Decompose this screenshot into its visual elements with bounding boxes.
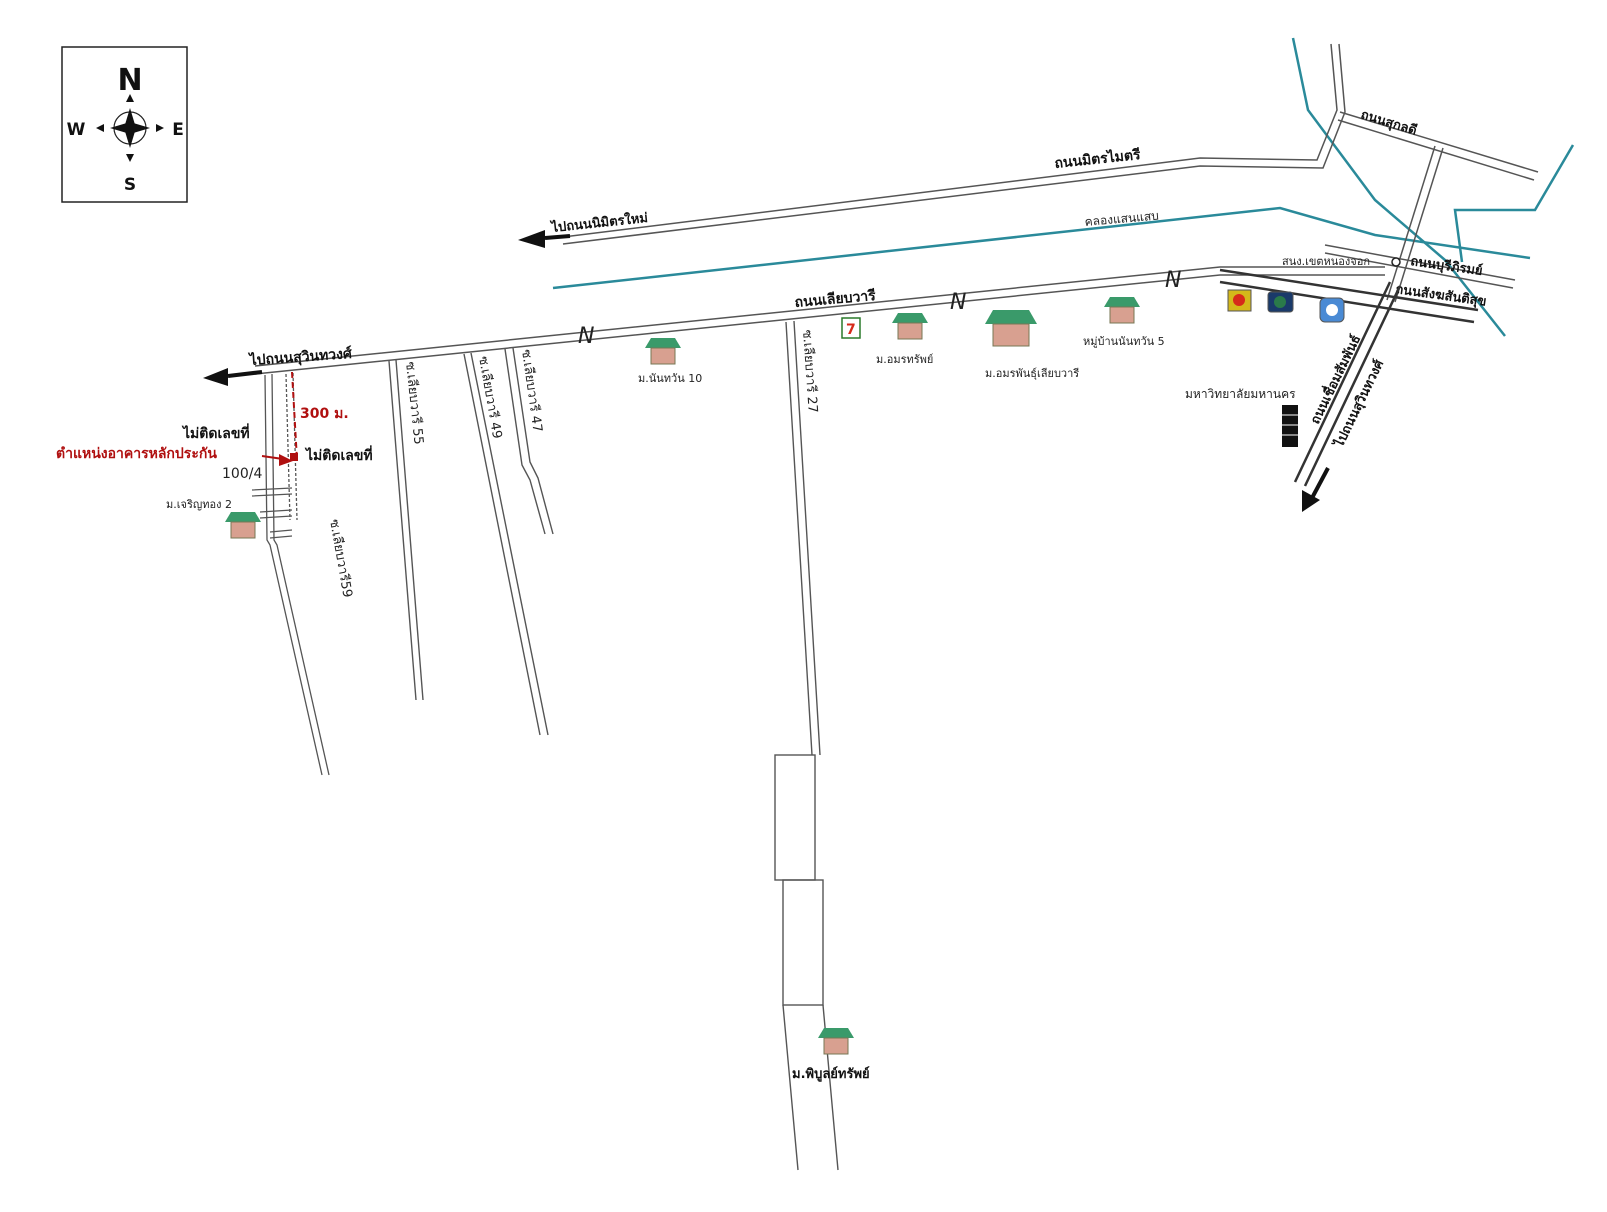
district-office-label: สนง.เขตหนองจอก xyxy=(1282,255,1370,268)
village-charoen-label: ม.เจริญทอง 2 xyxy=(166,498,232,511)
village-nanthawan5-label: หมู่บ้านนันทวัน 5 xyxy=(1083,335,1165,348)
road-burirom xyxy=(1324,244,1516,289)
soi-59 xyxy=(264,372,330,776)
road-mitmaitri-label: ถนนมิตรไมตรี xyxy=(1054,145,1142,172)
subject-location-label: ตำแหน่งอาคารหลักประกัน xyxy=(56,446,217,462)
distance-label: 300 ม. xyxy=(300,406,349,422)
arrow-west-icon xyxy=(203,368,263,386)
break-mark-1: N xyxy=(578,324,594,349)
road-mitmaitri xyxy=(562,43,1346,245)
soi-lines xyxy=(388,320,821,756)
road-liap-wari xyxy=(254,266,1385,375)
house-number-label: 100/4 xyxy=(222,466,262,482)
svg-text:7: 7 xyxy=(846,322,856,338)
village-amornphan-label: ม.อมรพันธุ์เลียบวารี xyxy=(985,367,1079,380)
arrow-nimit-icon xyxy=(518,230,571,248)
canal-label: คลองแสนแสบ xyxy=(1084,209,1159,229)
road-sangsansuk-label: ถนนสังฆสันติสุข xyxy=(1394,282,1487,310)
compass-w: W xyxy=(67,120,86,140)
university-label: มหาวิทยาลัยมหานคร xyxy=(1185,387,1296,401)
road-sukapibal-label: ถนนสุกลดี xyxy=(1359,107,1419,139)
road-sukapibal xyxy=(1337,111,1539,181)
arrow-south-icon xyxy=(1302,467,1330,512)
district-office-marker xyxy=(1391,257,1401,267)
soi-55-label: ซ.เลียบวารี 55 xyxy=(402,361,427,446)
university-building-icon xyxy=(1282,405,1298,447)
lane-stubs xyxy=(251,487,293,539)
soi-27-label: ซ.เลียบวารี 27 xyxy=(799,329,821,413)
no-number-label-2: ไม่ติดเลขที่ xyxy=(304,445,373,464)
road-chuem-samphan xyxy=(1293,281,1402,487)
village-amornsap-label: ม.อมรทรัพย์ xyxy=(876,353,933,366)
village-house-icons xyxy=(225,297,1140,1055)
subject-arrow-icon xyxy=(261,454,293,466)
break-mark-3: N xyxy=(1165,268,1181,293)
road-ne-vertical xyxy=(1386,145,1444,303)
no-number-label-1: ไม่ติดเลขที่ xyxy=(181,423,250,442)
compass-rose: N S W E xyxy=(61,46,188,203)
canal-lines xyxy=(552,37,1575,337)
compass-e: E xyxy=(172,120,184,140)
soi-27-extension xyxy=(774,754,839,1171)
break-mark-2: N xyxy=(950,290,966,315)
compass-n: N xyxy=(117,63,142,98)
compass-s: S xyxy=(124,175,136,195)
village-nanthawan10-label: ม.นันทวัน 10 xyxy=(638,372,702,385)
road-sangsansuk xyxy=(1219,268,1479,324)
subject-building-marker xyxy=(290,453,298,461)
road-main-label: ถนนเลียบวารี xyxy=(794,288,877,311)
soi-59-label: ซ.เลียบวารี59 xyxy=(326,518,356,599)
village-phiboon-label: ม.พิบูลย์ทรัพย์ xyxy=(792,1066,870,1082)
convenience-store-icon xyxy=(841,317,861,339)
distance-line xyxy=(291,371,298,461)
soi-47-label: ซ.เลียบวารี 47 xyxy=(518,348,545,433)
